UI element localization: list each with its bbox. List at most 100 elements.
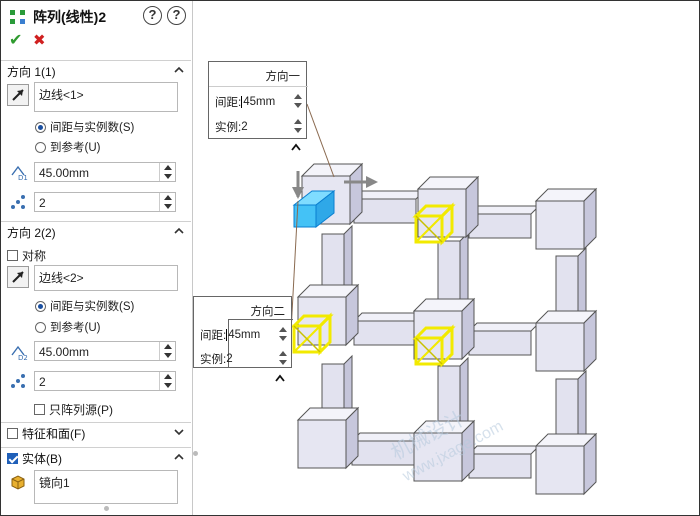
spinner-arrows[interactable] [293, 94, 303, 108]
direction1-callout: 方向一 间距: 45mm 实例: 2 [208, 61, 308, 139]
resize-handle[interactable] [104, 506, 109, 511]
solid-body-icon [11, 475, 25, 490]
instances-icon [11, 195, 25, 209]
spacing-label: 间距: [200, 330, 227, 342]
chevron-up-icon[interactable] [173, 64, 185, 76]
direction2-callout-count[interactable]: 实例: 2 [200, 351, 233, 367]
direction1-spacing-input[interactable]: 45.00mm [34, 162, 176, 182]
spacing-value[interactable]: 45mm [241, 96, 276, 108]
direction1-edge-list[interactable]: 边线<1> [34, 82, 178, 112]
collapse-callout-icon[interactable] [274, 373, 286, 383]
pattern-cube[interactable] [535, 188, 597, 250]
reverse-direction2-button[interactable] [7, 266, 29, 288]
horizontal-beam [353, 190, 425, 224]
checkbox-box[interactable] [7, 250, 18, 261]
distance-d1-icon: D1 [11, 165, 28, 181]
direction1-spacing-radio[interactable]: 间距与实例数(S) [35, 119, 134, 135]
symmetric-checkbox[interactable]: 对称 [7, 247, 46, 264]
direction-arrow-icon [12, 89, 24, 101]
chevron-up-icon[interactable] [173, 225, 185, 237]
reverse-direction1-button[interactable] [7, 84, 29, 106]
panel-header: 阵列(线性)2 [9, 7, 106, 27]
seed-cube[interactable] [292, 163, 363, 229]
bodies-checkbox[interactable] [7, 453, 22, 464]
cancel-button[interactable]: ✖ [33, 32, 46, 49]
direction1-callout-count[interactable]: 实例: 2 [215, 119, 248, 135]
direction1-callout-title: 方向一 [265, 71, 301, 83]
pattern-seed-only-label: 只阵列源(P) [49, 403, 113, 417]
ok-button[interactable]: ✔ [9, 32, 23, 49]
pattern-cube[interactable] [297, 407, 359, 469]
splitter-handle[interactable] [193, 447, 199, 461]
features-faces-checkbox[interactable] [7, 428, 22, 439]
direction2-header[interactable]: 方向 2(2) [1, 221, 191, 243]
direction2-spacing-radio[interactable]: 间距与实例数(S) [35, 298, 134, 314]
checkbox-box[interactable] [7, 428, 18, 439]
bodies-header[interactable]: 实体(B) [1, 447, 191, 469]
radio-unselected[interactable] [35, 141, 46, 153]
distance-d2-icon: D2 [11, 345, 28, 361]
pattern-cube[interactable] [535, 433, 597, 495]
checkbox-box[interactable] [7, 453, 18, 464]
spinner-arrows[interactable] [159, 342, 175, 360]
direction1-header[interactable]: 方向 1(1) [1, 60, 191, 82]
direction2-reference-radio[interactable]: 到参考(U) [35, 319, 100, 335]
direction1-count-input[interactable]: 2 [34, 192, 176, 212]
direction2-edge-list[interactable]: 边线<2> [34, 265, 178, 291]
radio-selected[interactable] [35, 300, 46, 312]
symmetric-label: 对称 [22, 249, 47, 263]
direction2-spacing-label: 间距与实例数(S) [50, 301, 135, 313]
graphics-viewport[interactable] [194, 1, 699, 515]
body-item[interactable]: 镜向1 [39, 476, 70, 490]
whats-new-help-icon[interactable]: ? [167, 6, 186, 25]
spinner-arrows[interactable] [278, 327, 288, 341]
horizontal-beam [468, 322, 540, 356]
spinner-arrows[interactable] [159, 193, 175, 211]
bodies-title: 实体(B) [22, 452, 62, 466]
property-manager: 阵列(线性)2 ? ? ✔ ✖ 方向 1(1) 边线<1> 间距与实例数(S) … [1, 1, 193, 515]
chevron-down-icon[interactable] [173, 426, 185, 438]
direction1-reference-radio[interactable]: 到参考(U) [35, 139, 100, 155]
chevron-up-icon[interactable] [173, 451, 185, 463]
direction2-spacing-value[interactable]: 45.00mm [39, 345, 90, 359]
pattern-seed-only-checkbox[interactable]: 只阵列源(P) [34, 401, 113, 418]
direction2-count-input[interactable]: 2 [34, 371, 176, 391]
spacing-label: 间距: [215, 97, 242, 109]
spacing-value[interactable]: 45mm [226, 329, 261, 341]
features-faces-title: 特征和面(F) [22, 427, 86, 441]
collapse-callout-icon[interactable] [290, 142, 302, 152]
features-faces-header[interactable]: 特征和面(F) [1, 422, 191, 444]
count-label: 实例: [200, 354, 227, 366]
help-icon[interactable]: ? [143, 6, 162, 25]
direction2-title: 方向 2(2) [7, 226, 56, 240]
checkbox-box[interactable] [34, 404, 45, 415]
direction2-callout-spacing[interactable]: 间距: 45mm [200, 327, 260, 343]
spinner-arrows[interactable] [159, 163, 175, 181]
direction1-callout-spacing[interactable]: 间距: 45mm [215, 94, 275, 110]
count-value[interactable]: 2 [226, 353, 233, 365]
direction2-edge-item[interactable]: 边线<2> [39, 271, 84, 285]
horizontal-beam [468, 445, 540, 479]
svg-text:D1: D1 [18, 174, 28, 181]
spinner-arrows[interactable] [159, 372, 175, 390]
horizontal-beam [468, 205, 540, 239]
svg-text:D2: D2 [18, 354, 28, 361]
direction1-arrow-icon[interactable] [292, 171, 304, 199]
spinner-arrows[interactable] [293, 119, 303, 133]
radio-unselected[interactable] [35, 321, 46, 333]
direction1-count-value[interactable]: 2 [39, 196, 46, 210]
pattern-cube[interactable] [535, 310, 597, 372]
spinner-arrows[interactable] [278, 351, 288, 365]
callout-leader [306, 103, 335, 178]
radio-selected[interactable] [35, 121, 46, 133]
bodies-list[interactable]: 镜向1 [34, 470, 178, 504]
count-value[interactable]: 2 [241, 121, 248, 133]
direction2-count-value[interactable]: 2 [39, 375, 46, 389]
direction2-arrow-icon[interactable] [344, 176, 378, 188]
direction1-edge-item[interactable]: 边线<1> [39, 88, 84, 102]
direction1-spacing-label: 间距与实例数(S) [50, 122, 135, 134]
direction2-spacing-input[interactable]: 45.00mm [34, 341, 176, 361]
direction1-spacing-value[interactable]: 45.00mm [39, 166, 90, 180]
instances-icon [11, 374, 25, 388]
direction2-reference-label: 到参考(U) [50, 322, 101, 334]
